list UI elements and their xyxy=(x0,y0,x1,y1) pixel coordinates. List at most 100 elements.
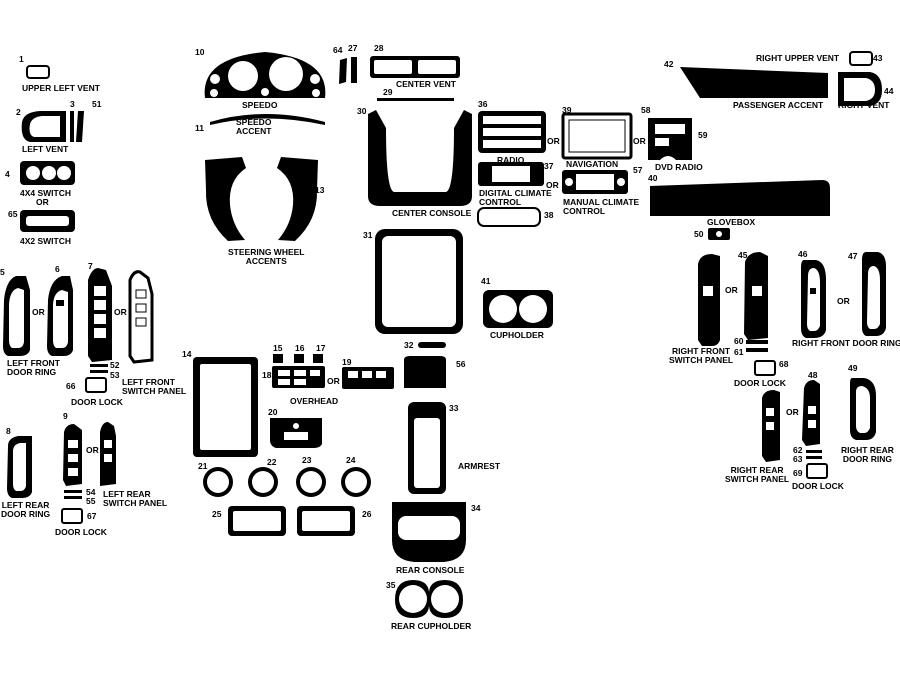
part-3-vent-strip xyxy=(70,111,74,142)
part-47-right-front-door-ring-alt xyxy=(862,252,886,336)
part-number-62: 62 xyxy=(793,445,803,455)
part-57-manual-climate xyxy=(562,170,628,194)
label-passenger-accent: PASSENGER ACCENT xyxy=(733,100,824,110)
part-22-ring xyxy=(248,467,278,497)
part-number-61: 61 xyxy=(734,347,744,357)
part-number-6: 6 xyxy=(55,264,60,274)
part-number-10: 10 xyxy=(195,47,205,57)
label-center-console: CENTER CONSOLE xyxy=(392,208,472,218)
part-number-17: 17 xyxy=(316,343,326,353)
part-23-ring xyxy=(296,467,326,497)
part-65-4x2-switch xyxy=(20,210,75,232)
part-20-overhead-console xyxy=(270,418,322,448)
part-number-44: 44 xyxy=(884,86,894,96)
part-number-3: 3 xyxy=(70,99,75,109)
part-54-55-small-strips xyxy=(64,490,82,499)
part-43-right-upper-vent xyxy=(849,51,873,66)
label-overhead: OVERHEAD xyxy=(290,396,339,406)
label-left-rear-switch-panel: LEFT REAR SWITCH PANEL xyxy=(103,489,168,508)
part-number-7: 7 xyxy=(88,261,93,271)
part-number-56: 56 xyxy=(456,359,466,369)
label-left-vent: LEFT VENT xyxy=(22,144,69,154)
label-rear-console: REAR CONSOLE xyxy=(396,565,465,575)
part-number-43: 43 xyxy=(873,53,883,63)
part-number-64: 64 xyxy=(333,45,343,55)
or-label: OR xyxy=(725,285,738,295)
part-number-33: 33 xyxy=(449,403,459,413)
part-number-48: 48 xyxy=(808,370,818,380)
part-number-8: 8 xyxy=(6,426,11,436)
part-31-console-frame xyxy=(375,229,463,334)
part-number-16: 16 xyxy=(295,343,305,353)
part-7-left-front-switch-panel xyxy=(88,268,112,362)
part-number-14: 14 xyxy=(182,349,192,359)
label-right-front-door-ring: RIGHT FRONT DOOR RING xyxy=(792,338,900,348)
label-4x2-switch: 4X2 SWITCH xyxy=(20,236,72,246)
part-38-strip xyxy=(477,207,541,227)
label-upper-left-vent: UPPER LEFT VENT xyxy=(22,83,100,93)
part-52-53-small-strips xyxy=(90,364,108,373)
or-label: OR xyxy=(32,307,45,317)
part-45-right-front-switch-panel-alt xyxy=(744,252,768,340)
part-58-dvd-radio xyxy=(648,118,692,160)
part-66-door-lock xyxy=(85,377,107,393)
part-6-left-front-door-ring-alt xyxy=(47,276,73,356)
part-number-12: 12 xyxy=(210,190,220,200)
label-left-front-door-ring: LEFT FRONT DOOR RING xyxy=(7,358,60,377)
part-33-armrest xyxy=(408,402,446,494)
part-number-11: 11 xyxy=(195,123,204,133)
label-center-vent: CENTER VENT xyxy=(396,79,456,89)
part-21-ring xyxy=(203,467,233,497)
part-number-5: 5 xyxy=(0,267,5,277)
part-30-center-console xyxy=(368,110,472,206)
part-10-speedo xyxy=(204,52,326,98)
part-2-left-vent xyxy=(21,111,66,142)
part-34-rear-console xyxy=(392,502,466,562)
part-number-30: 30 xyxy=(357,106,367,116)
part-number-41: 41 xyxy=(481,276,491,286)
part-8-left-rear-door-ring xyxy=(7,436,32,498)
part-42-passenger-accent xyxy=(680,67,828,98)
part-19-overhead-alt xyxy=(342,367,394,389)
part-14-console-frame-tall xyxy=(193,357,258,457)
part-number-45: 45 xyxy=(738,250,748,260)
part-number-54: 54 xyxy=(86,487,96,497)
part-62-63-small-strips xyxy=(806,450,822,459)
part-number-63: 63 xyxy=(793,454,803,464)
label-speedo: SPEEDO xyxy=(242,100,278,110)
part-number-66: 66 xyxy=(66,381,76,391)
or-label: OR xyxy=(837,296,850,306)
label-door-lock-left-rear: DOOR LOCK xyxy=(55,527,107,537)
part-number-38: 38 xyxy=(544,210,554,220)
part-number-19: 19 xyxy=(342,357,352,367)
label-right-upper-vent: RIGHT UPPER VENT xyxy=(756,53,840,63)
part-number-59: 59 xyxy=(698,130,708,140)
label-door-lock-right-front: DOOR LOCK xyxy=(734,378,786,388)
label-digital-climate-control: DIGITAL CLIMATE CONTROL xyxy=(479,188,552,207)
part-44-right-vent xyxy=(838,72,882,106)
part-right-front-switch-panel xyxy=(698,254,720,346)
part-68-door-lock xyxy=(754,360,776,376)
part-number-35: 35 xyxy=(386,580,396,590)
part-4-4x4-switch xyxy=(20,161,75,185)
part-number-42: 42 xyxy=(664,59,674,69)
or-label: OR xyxy=(546,180,559,190)
part-67-door-lock xyxy=(61,508,83,524)
part-9b-left-rear-switch-panel-alt xyxy=(100,422,116,486)
or-label: OR xyxy=(786,407,799,417)
part-number-68: 68 xyxy=(779,359,789,369)
part-25-rounded-frame xyxy=(228,506,286,536)
part-60-61-small-strips xyxy=(746,340,768,352)
part-number-46: 46 xyxy=(798,249,808,259)
or-label: OR xyxy=(547,136,560,146)
part-number-26: 26 xyxy=(362,509,372,519)
label-4x4-switch: 4X4 SWITCH xyxy=(20,188,72,198)
part-number-53: 53 xyxy=(110,370,120,380)
part-number-24: 24 xyxy=(346,455,356,465)
part-18-overhead xyxy=(272,366,325,388)
label-door-lock-left-front: DOOR LOCK xyxy=(71,397,123,407)
part-number-1: 1 xyxy=(19,54,24,64)
part-number-52: 52 xyxy=(110,360,120,370)
label-right-front-switch-panel: RIGHT FRONT SWITCH PANEL xyxy=(669,346,734,365)
